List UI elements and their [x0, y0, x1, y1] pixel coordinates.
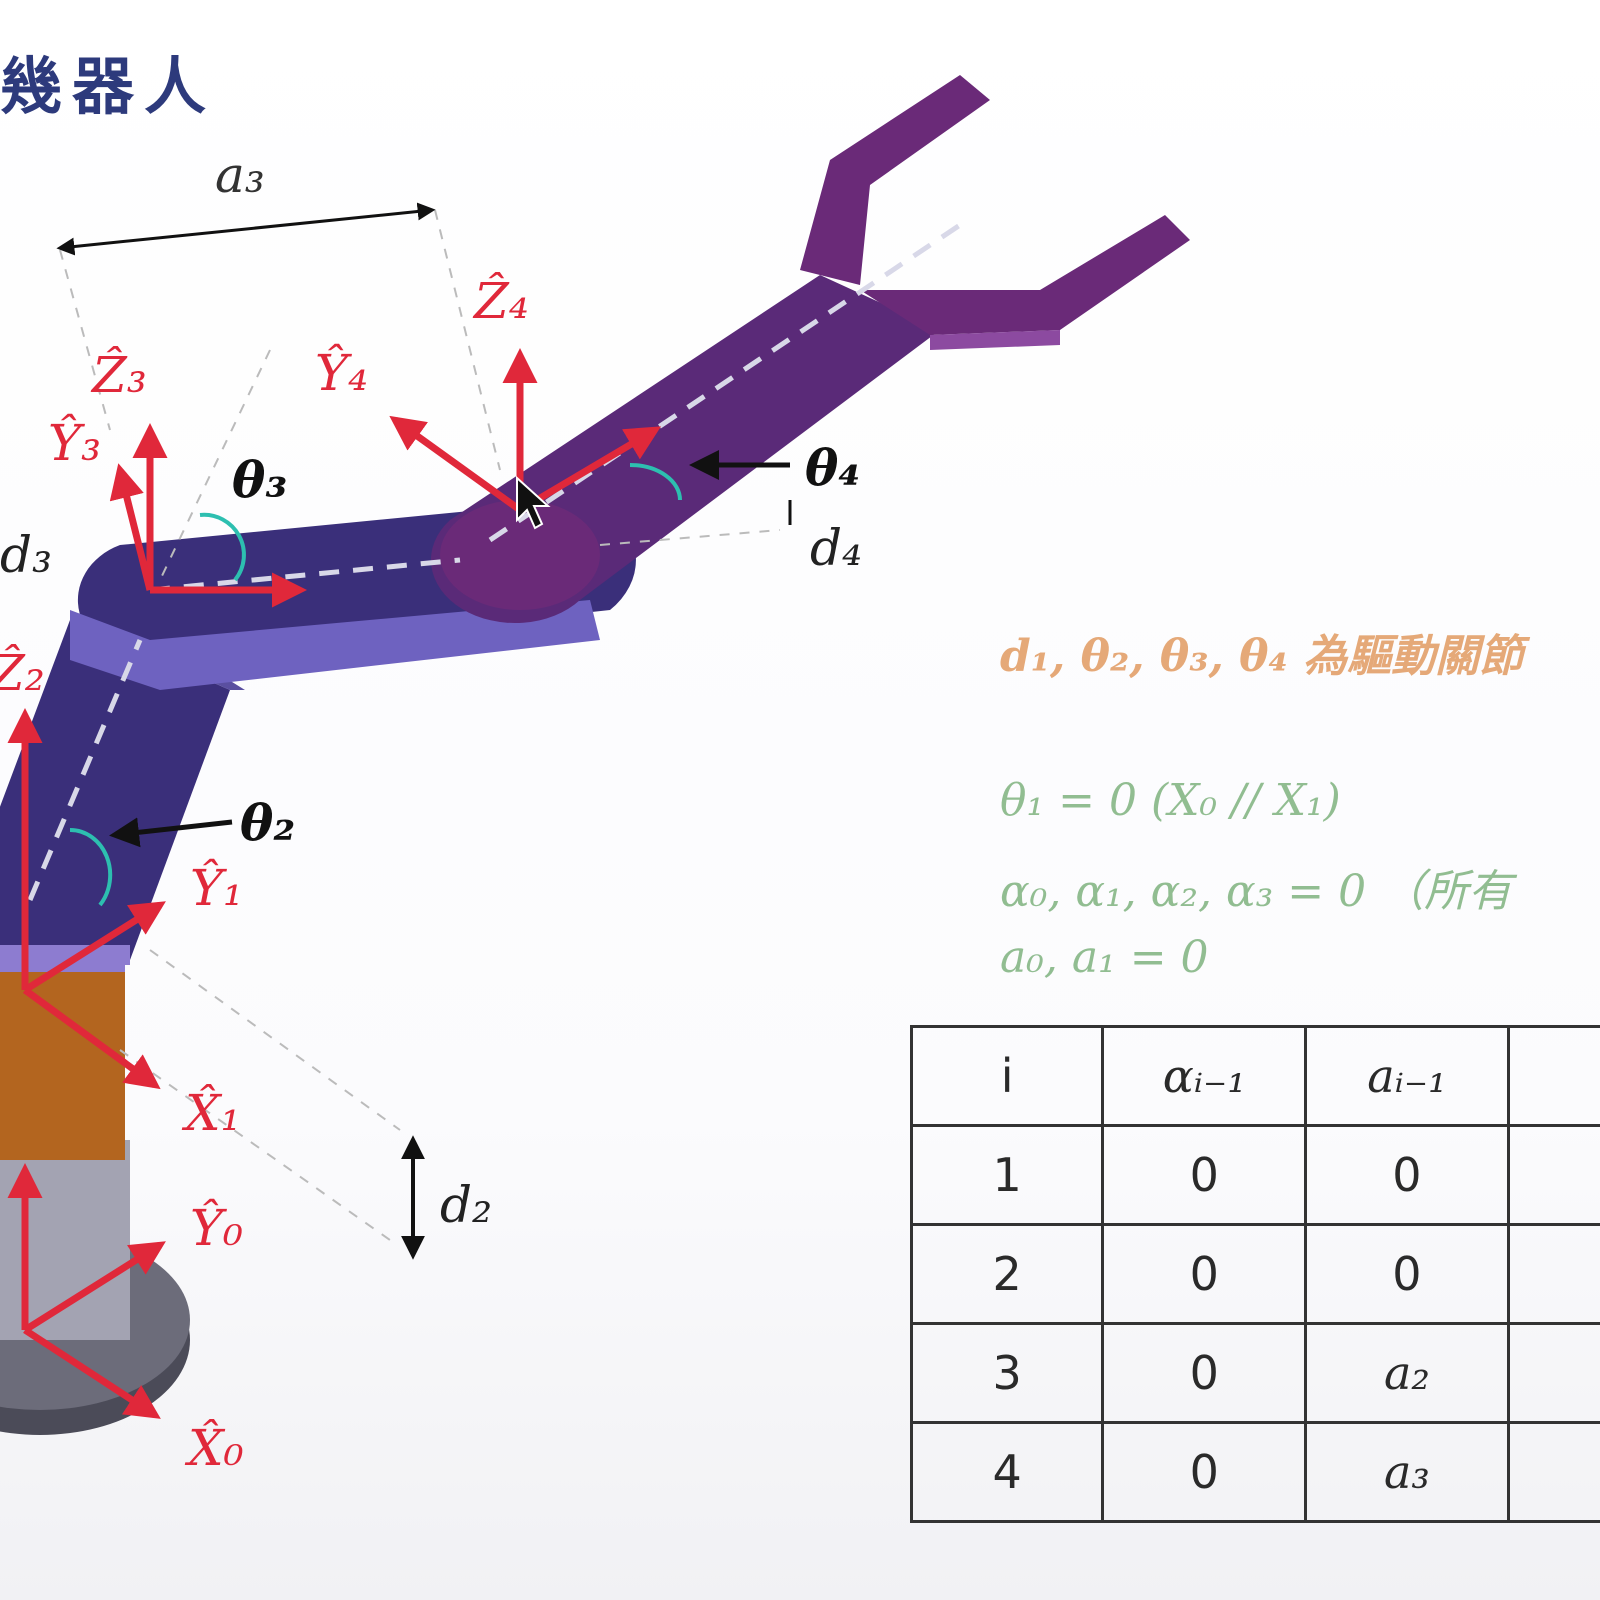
dh-parameter-table: i αᵢ₋₁ aᵢ₋₁ 1 0 0 2 0 0 3 0 a₂ 4 0 a₃ [909, 1025, 1600, 1523]
z2-axis-label: Ẑ₂ [0, 643, 45, 702]
mouse-cursor-icon [516, 475, 551, 530]
cell-a: a₃ [1304, 1421, 1510, 1523]
d3-label: d₃ [0, 526, 52, 584]
cell-cut [1506, 1322, 1600, 1424]
link-4-gripper [430, 75, 1190, 624]
theta2-label: θ₂ [240, 793, 295, 852]
cell-alpha: 0 [1101, 1322, 1308, 1424]
rotation-arcs [69, 463, 682, 907]
coordinate-axes [7, 348, 662, 1419]
x1-axis-label: X̂₁ [181, 1083, 241, 1142]
cell-a: 0 [1304, 1124, 1510, 1226]
a3-label: a₃ [215, 146, 265, 204]
header-alpha: αᵢ₋₁ [1101, 1025, 1308, 1127]
theta1-note: θ₁ = 0 (X₀ // X₁) [1000, 775, 1341, 826]
d4-label: d₄ [810, 519, 862, 577]
cell-cut [1506, 1421, 1600, 1523]
dimension-guides [59, 209, 781, 1241]
alpha-note: α₀, α₁, α₂, α₃ = 0 （所有 [1000, 866, 1513, 917]
cell-cut [1506, 1223, 1600, 1325]
z4-axis-label: Ẑ₄ [472, 271, 529, 330]
cell-alpha: 0 [1101, 1421, 1308, 1523]
z3-axis-label: Ẑ₃ [90, 345, 147, 404]
table-row: 4 0 a₃ [909, 1421, 1600, 1523]
y4-axis-label: Ŷ₄ [315, 343, 368, 402]
y3-axis-label: Ŷ₃ [48, 413, 101, 472]
cell-i: 2 [909, 1223, 1105, 1325]
cell-i: 4 [909, 1421, 1105, 1523]
a-note: a₀, a₁ = 0 [1000, 932, 1209, 983]
theta2-pointer [109, 817, 233, 848]
cell-alpha: 0 [1101, 1223, 1308, 1325]
page-title: 幾器人 [0, 50, 217, 123]
theta3-label: θ₃ [232, 450, 287, 509]
table-header-row: i αᵢ₋₁ aᵢ₋₁ [909, 1025, 1600, 1127]
table-row: 1 0 0 [909, 1124, 1600, 1226]
header-i: i [909, 1025, 1105, 1127]
y1-axis-label: Ŷ₁ [190, 858, 243, 917]
cell-i: 3 [909, 1322, 1105, 1424]
header-cut [1506, 1025, 1600, 1127]
theta4-label: θ₄ [805, 438, 860, 497]
cell-cut [1506, 1124, 1600, 1226]
table-row: 2 0 0 [909, 1223, 1600, 1325]
driven-joints-note: d₁, θ₂, θ₃, θ₄ 為驅動關節 [1000, 631, 1524, 682]
cell-a: 0 [1304, 1223, 1510, 1325]
d2-label: d₂ [440, 1176, 492, 1234]
table-row: 3 0 a₂ [909, 1322, 1600, 1424]
y0-axis-label: Ŷ₀ [190, 1198, 243, 1257]
a3-dimension-line [56, 202, 436, 256]
cell-a: a₂ [1304, 1322, 1510, 1424]
cell-alpha: 0 [1101, 1124, 1308, 1226]
x0-axis-label: X̂₀ [184, 1418, 244, 1477]
header-a: aᵢ₋₁ [1304, 1025, 1510, 1127]
cell-i: 1 [909, 1124, 1105, 1226]
